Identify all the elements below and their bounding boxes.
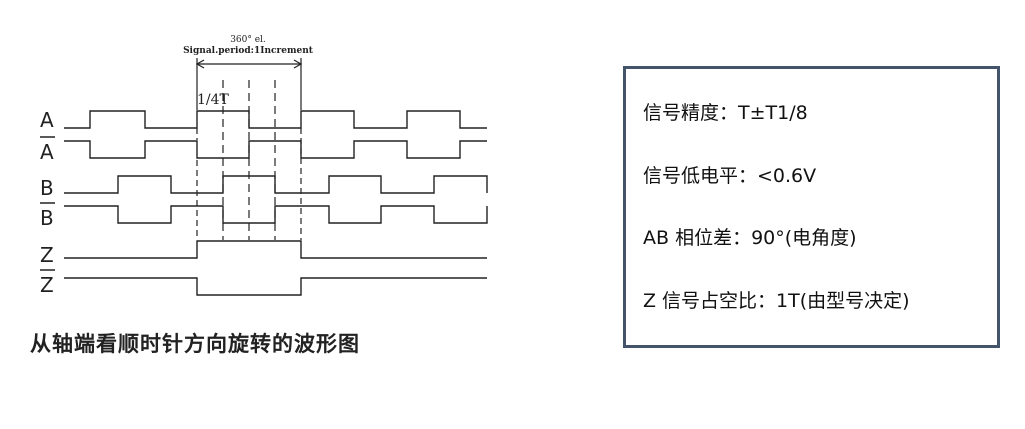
channel-label-b-bar: B	[40, 206, 54, 230]
period-dimension-arrow	[195, 59, 303, 69]
signal-period-label: Signal.period:1Increment	[183, 46, 314, 56]
waveform-b	[64, 175, 488, 194]
diagram-caption: 从轴端看顺时针方向旋转的波形图	[30, 332, 360, 356]
spec-box: 信号精度：T±T1/8 信号低电平：<0.6V AB 相位差：90°(电角度) …	[623, 66, 1000, 348]
channel-label-a-bar: A	[40, 140, 54, 164]
spec-z-duty-cycle: Z 信号占空比：1T(由型号决定)	[643, 290, 910, 312]
spec-ab-phase-difference: AB 相位差：90°(电角度)	[643, 227, 857, 249]
waveform-b-bar	[64, 205, 488, 224]
waveform-z-bar	[64, 277, 487, 296]
channel-label-z-bar: Z	[40, 273, 54, 297]
spec-signal-low-level: 信号低电平：<0.6V	[643, 165, 817, 187]
channel-labels: A A B B Z Z	[40, 108, 54, 297]
waveform-z	[64, 240, 487, 259]
channel-label-b: B	[40, 176, 54, 200]
waveforms	[64, 110, 488, 296]
quarter-period-label: 1/4T	[197, 92, 230, 108]
spec-signal-accuracy: 信号精度：T±T1/8	[643, 102, 808, 124]
period-degree-label: 360° el.	[230, 35, 266, 45]
overline-marks	[40, 136, 55, 271]
channel-label-a: A	[40, 108, 54, 132]
channel-label-z: Z	[40, 243, 54, 267]
reference-lines	[196, 58, 302, 240]
waveform-diagram: 360° el. Signal.period:1Increment 1/4T A…	[40, 35, 488, 297]
waveform-a	[64, 110, 487, 129]
waveform-a-bar	[64, 140, 487, 159]
